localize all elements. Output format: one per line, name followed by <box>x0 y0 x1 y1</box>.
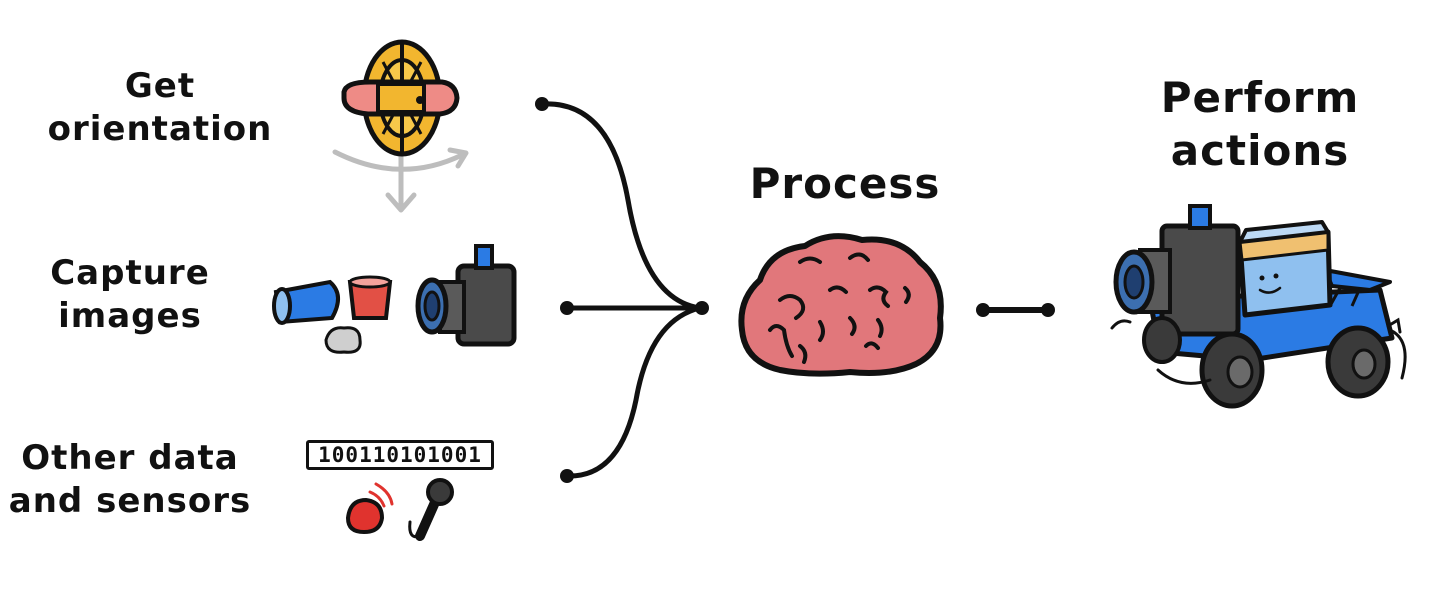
label-perform-actions: Perform actions <box>1110 72 1410 177</box>
gyroscope-icon <box>332 39 469 213</box>
output-connector <box>976 303 1055 317</box>
connector-sensors <box>564 305 703 479</box>
label-line: and sensors <box>8 480 252 521</box>
label-line: Get <box>124 66 196 106</box>
binary-readout: 100110101001 <box>306 440 494 470</box>
label-line: Capture <box>50 253 210 293</box>
camera-icon <box>272 244 517 354</box>
label-line: Perform <box>1160 73 1360 122</box>
brain-icon <box>738 233 944 377</box>
label-other-data-and-sensors: Other data and sensors <box>0 437 260 522</box>
label-process: Process <box>695 158 995 211</box>
input-connectors <box>539 101 703 479</box>
label-line: Other data <box>21 438 239 478</box>
label-line: actions <box>1170 125 1350 175</box>
label-line: Process <box>749 159 941 208</box>
sensors-icon <box>345 478 454 541</box>
label-line: images <box>58 295 202 336</box>
label-capture-images: Capture images <box>0 252 260 337</box>
label-line: orientation <box>47 108 273 149</box>
label-get-orientation: Get orientation <box>30 65 290 150</box>
robot-car-icon <box>1110 204 1407 409</box>
connector-dots <box>535 97 709 483</box>
connector-orientation <box>539 101 703 311</box>
